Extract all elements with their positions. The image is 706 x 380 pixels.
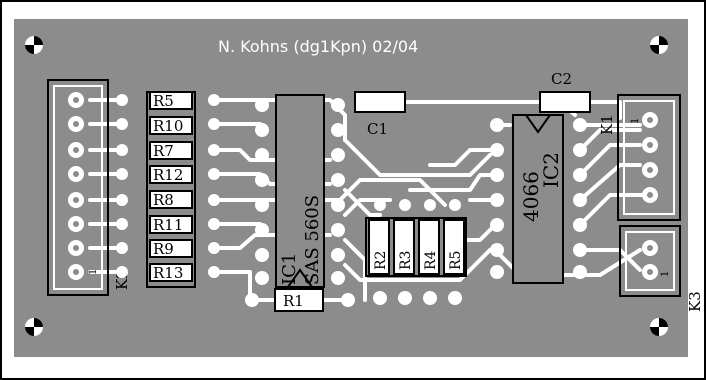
resistor-label-r7: R7: [153, 142, 174, 160]
ic2-body: [512, 114, 564, 284]
mounting-hole-bottom-left: [25, 318, 43, 336]
ic1-body: [275, 94, 325, 288]
resistor-label-r11: R11: [153, 216, 183, 234]
resistor-pads: [116, 94, 220, 278]
ic1-label: IC1: [279, 253, 300, 285]
small-resistor-label-r5-small: R5: [448, 251, 464, 270]
r1-body: [274, 288, 324, 312]
ic2-label: IC2: [539, 152, 563, 188]
k1-pin-one-mark: 1: [630, 118, 641, 124]
resistor-label-r10: R10: [153, 117, 183, 135]
resistor-label-r12: R12: [153, 166, 183, 184]
mounting-hole-top-right: [650, 36, 668, 54]
c2-body: [539, 91, 591, 113]
k2-connector-inner: [53, 85, 103, 290]
k3-connector-inner: [625, 231, 675, 291]
ic1-notch: [287, 268, 313, 288]
k3-pin-one-mark: 1: [660, 271, 671, 277]
small-resistor-label-r4: R4: [423, 250, 439, 270]
resistor-bodies: [149, 91, 193, 282]
c2-value: 47n: [555, 99, 574, 109]
c1-body: [354, 91, 406, 113]
k2-connector-outline: [47, 79, 109, 296]
ic2-notch: [525, 114, 551, 134]
r1-pads: [245, 293, 355, 307]
k3-label: K3: [686, 291, 704, 312]
c1-value: 47n: [370, 99, 389, 109]
k1-label: K1: [598, 114, 616, 135]
k1-connector-inner: [623, 100, 675, 215]
ic2-part-number: 4066: [519, 171, 543, 222]
c2-label: C2: [551, 70, 572, 88]
mounting-hole-bottom-right: [650, 318, 668, 336]
k3-connector-outline: [619, 225, 681, 297]
ic2-pads: [490, 118, 587, 279]
resistor-label-r13: R13: [153, 264, 183, 282]
small-resistor-label-r2: R2: [373, 251, 389, 270]
ic1-part-number: SAS 560S: [302, 195, 323, 285]
k2-pin-one-mark: 1: [88, 269, 99, 275]
small-resistor-label-r3: R3: [398, 251, 414, 270]
resistor-label-r8: R8: [153, 191, 174, 209]
resistor-label-r9: R9: [153, 240, 174, 258]
c1-label: C1: [367, 120, 388, 138]
board-title: N. Kohns (dg1Kpn) 02/04: [218, 37, 418, 56]
resistor-label-r5: R5: [153, 92, 174, 110]
ic1-pads: [255, 98, 345, 285]
r1-label: R1: [283, 292, 304, 310]
small-resistor-pads: [373, 199, 462, 305]
small-resistor-bodies: [368, 219, 465, 275]
k1-connector-outline: [617, 94, 681, 221]
mounting-hole-top-left: [25, 36, 43, 54]
